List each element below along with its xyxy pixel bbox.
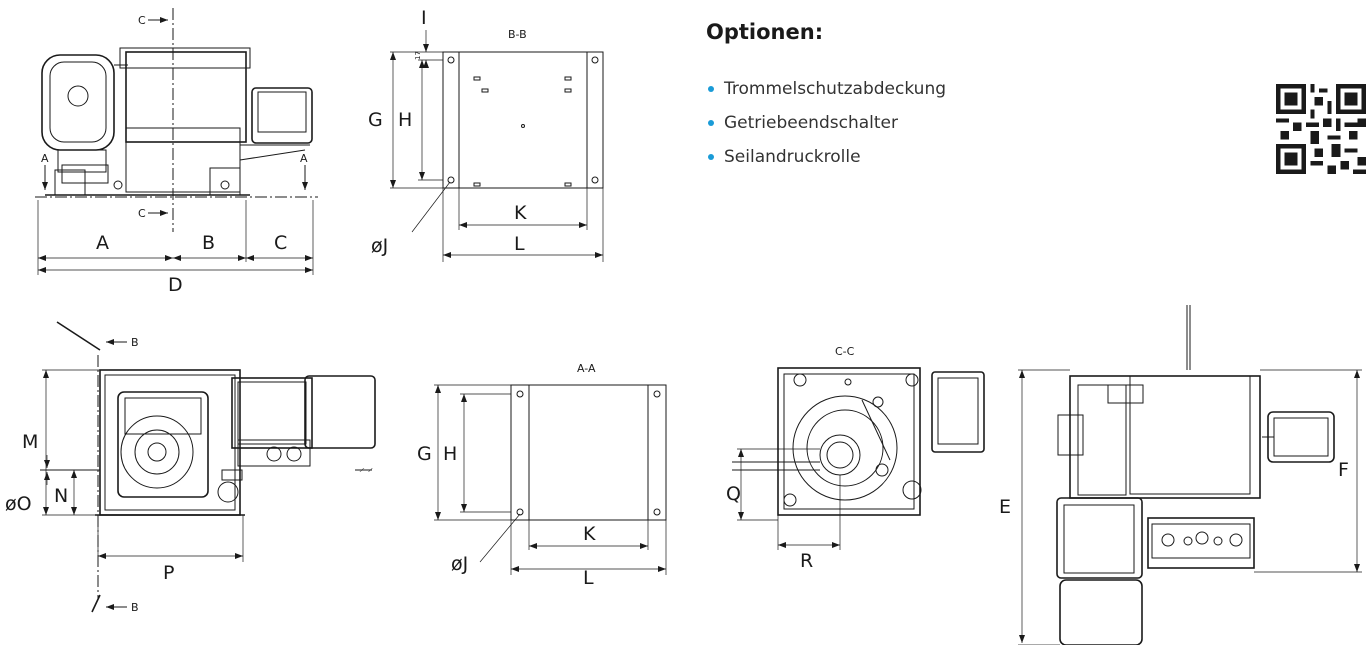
dim-label-j: øJ: [371, 235, 388, 257]
dim-label-h: H: [398, 109, 412, 131]
dim-label-b: B: [202, 232, 215, 254]
dim-label-m: M: [22, 431, 38, 453]
section-mark-c-top: C: [138, 14, 146, 27]
dim-label-f: F: [1338, 459, 1349, 481]
section-title-bb: B-B: [508, 28, 527, 41]
bullet-icon: [708, 154, 714, 160]
dim-label-k: K: [514, 202, 527, 224]
qr-code-icon[interactable]: [1276, 84, 1366, 174]
small-dim-value: 17: [414, 51, 422, 60]
section-title-aa: A-A: [577, 362, 596, 375]
option-label: Getriebeendschalter: [724, 113, 898, 133]
dim-label-r: R: [800, 550, 813, 572]
bullet-icon: [708, 120, 714, 126]
dim-label-g: G: [368, 109, 383, 131]
top-view: [1018, 305, 1362, 645]
section-mark-b-top: B: [131, 336, 139, 349]
options-list: Trommelschutzabdeckung Getriebeendschalt…: [708, 72, 946, 174]
section-mark-a-left: A: [41, 152, 49, 165]
section-cc-view: [732, 367, 985, 550]
dim-label-a: A: [96, 232, 109, 254]
option-item: Getriebeendschalter: [708, 106, 946, 140]
section-title-cc: C-C: [835, 345, 855, 358]
section-aa-view: [434, 384, 667, 575]
dim-label-j-aa: øJ: [451, 553, 468, 575]
front-view: [35, 8, 318, 275]
dim-label-n: N: [54, 485, 68, 507]
dim-label-l: L: [514, 233, 525, 255]
dim-label-q: Q: [726, 483, 741, 505]
section-bb-view: [390, 30, 604, 262]
dim-label-g-aa: G: [417, 443, 432, 465]
option-item: Trommelschutzabdeckung: [708, 72, 946, 106]
dim-label-k-aa: K: [583, 523, 596, 545]
dim-label-d: D: [168, 274, 183, 296]
option-label: Trommelschutzabdeckung: [724, 79, 947, 99]
dim-label-l-aa: L: [583, 567, 594, 589]
dim-label-p: P: [163, 562, 174, 584]
section-mark-a-right: A: [300, 152, 308, 165]
dim-label-h-aa: H: [443, 443, 457, 465]
dim-label-o: øO: [5, 493, 32, 515]
bullet-icon: [708, 86, 714, 92]
side-view: [40, 321, 376, 613]
dim-label-e: E: [999, 496, 1011, 518]
dim-label-i: I: [421, 7, 427, 29]
dim-label-c: C: [274, 232, 287, 254]
option-item: Seilandruckrolle: [708, 140, 946, 174]
section-mark-c-bottom: C: [138, 207, 146, 220]
option-label: Seilandruckrolle: [724, 147, 861, 167]
options-title: Optionen:: [706, 20, 824, 44]
section-mark-b-bottom: B: [131, 601, 139, 614]
